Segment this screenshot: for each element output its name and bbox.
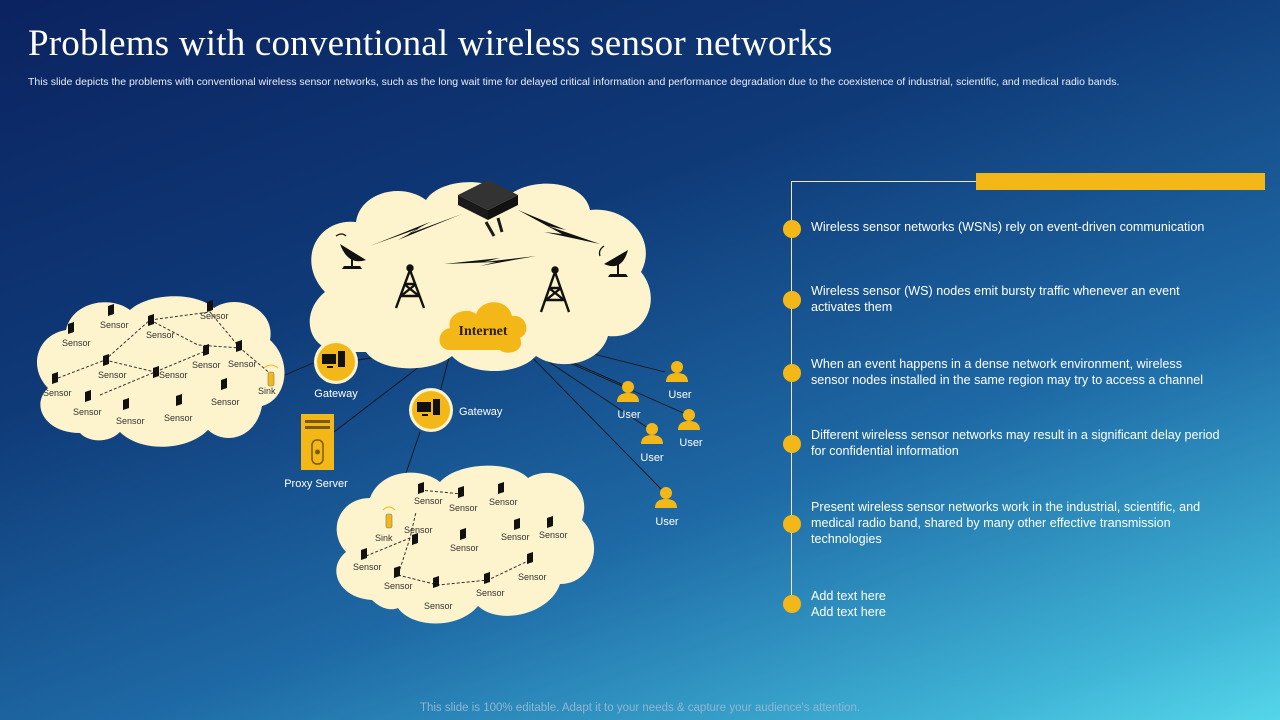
- cloud-left: [36, 296, 285, 447]
- sensor-label: Sensor: [501, 532, 530, 542]
- sensor-label: Sensor: [200, 311, 229, 321]
- user-label: User: [679, 437, 703, 449]
- proxy-server-label: Proxy Server: [284, 478, 348, 490]
- sensor-label: Sensor: [62, 338, 91, 348]
- sink-bottom-label: Sink: [375, 533, 393, 543]
- timeline-item-text: Different wireless sensor networks may r…: [811, 428, 1220, 458]
- sensor-icon: [498, 482, 504, 494]
- sensor-icon: [458, 486, 464, 498]
- sensor-icon: [85, 390, 91, 402]
- sensor-icon: [221, 378, 227, 390]
- bullet-dot: [783, 220, 801, 238]
- sensor-icon: [52, 372, 58, 384]
- sensor-label: Sensor: [43, 388, 72, 398]
- timeline-item-text: When an event happens in a dense network…: [811, 357, 1204, 387]
- sink-icon: [267, 371, 275, 387]
- cell-tower-icon-left: [394, 264, 426, 309]
- computer-icon: [322, 354, 336, 364]
- sensor-icon: [547, 516, 553, 528]
- bullet-dot: [783, 364, 801, 382]
- bullet-dot: [783, 291, 801, 309]
- timeline-item-text: Wireless sensor networks (WSNs) rely on …: [811, 220, 1205, 234]
- timeline-item-text: Wireless sensor (WS) nodes emit bursty t…: [811, 284, 1180, 314]
- sensor-label: Sensor: [449, 503, 478, 513]
- bullet-dot: [783, 435, 801, 453]
- router-icon: [458, 180, 518, 237]
- sensor-icon: [394, 566, 400, 578]
- sensor-label: Sensor: [489, 497, 518, 507]
- sensor-label: Sensor: [404, 525, 433, 535]
- sensor-label: Sensor: [539, 530, 568, 540]
- user-label: User: [617, 409, 641, 421]
- sensor-icon: [484, 572, 490, 584]
- cloud-top: [309, 182, 651, 371]
- satellite-dish-icon-right: [598, 245, 628, 277]
- user-icon: [617, 381, 639, 402]
- sensor-icon: [418, 482, 424, 494]
- sink-icon: [385, 513, 393, 529]
- sensor-icon: [460, 528, 466, 540]
- bullet-dot: [783, 515, 801, 533]
- sensor-icon: [203, 344, 209, 356]
- sensor-icon: [176, 394, 182, 406]
- user-icon: [641, 423, 663, 444]
- cloud-bottom: [336, 465, 595, 624]
- internet-label: Internet: [459, 324, 508, 339]
- cell-tower-icon-right: [539, 266, 571, 313]
- sensor-label: Sensor: [518, 572, 547, 582]
- sink-left-label: Sink: [258, 386, 276, 396]
- sensor-network-bottom: Sink Sensor Sensor Sensor Sensor Sensor …: [353, 482, 568, 611]
- sensor-label: Sensor: [424, 601, 453, 611]
- sensor-label: Sensor: [476, 588, 505, 598]
- computer-icon: [417, 402, 431, 412]
- timeline-item-text: Add text here Add text here: [811, 589, 886, 619]
- user-label: User: [668, 389, 692, 401]
- sensor-label: Sensor: [146, 330, 175, 340]
- sensor-icon: [433, 576, 439, 588]
- user-group: User User User User User: [617, 361, 703, 528]
- sensor-icon: [68, 322, 74, 334]
- satellite-dish-icon-left: [335, 233, 366, 269]
- sensor-icon: [514, 518, 520, 530]
- sensor-label: Sensor: [384, 581, 413, 591]
- sensor-label: Sensor: [192, 360, 221, 370]
- sensor-icon: [361, 548, 367, 560]
- sensor-label: Sensor: [98, 370, 127, 380]
- proxy-server-icon: [301, 414, 334, 470]
- sensor-icon: [108, 304, 114, 316]
- sensor-label: Sensor: [159, 370, 188, 380]
- sensor-label: Sensor: [164, 413, 193, 423]
- sensor-label: Sensor: [100, 320, 129, 330]
- page-title: Problems with conventional wireless sens…: [28, 23, 833, 64]
- gateway-center-label: Gateway: [459, 406, 503, 418]
- user-icon: [655, 487, 677, 508]
- sensor-label: Sensor: [228, 359, 257, 369]
- sensor-icon: [527, 552, 533, 564]
- sensor-icon: [148, 314, 154, 326]
- gateway-left-label: Gateway: [314, 388, 358, 400]
- sensor-label: Sensor: [116, 416, 145, 426]
- sensor-network-left: Sensor Sensor Sensor Sensor Sensor Senso…: [43, 300, 279, 426]
- lightning-icon: [370, 210, 600, 266]
- timeline-item-text: Present wireless sensor networks work in…: [811, 500, 1201, 546]
- gateway-center: [409, 388, 453, 432]
- sensor-label: Sensor: [353, 562, 382, 572]
- user-label: User: [655, 516, 679, 528]
- sensor-icon: [103, 354, 109, 366]
- sensor-label: Sensor: [450, 543, 479, 553]
- user-icon: [666, 361, 688, 382]
- footer-note: This slide is 100% editable. Adapt it to…: [419, 702, 861, 714]
- sensor-label: Sensor: [211, 397, 240, 407]
- internet-cloud-icon: [439, 302, 527, 353]
- gateway-left: [314, 340, 358, 384]
- sensor-icon: [236, 340, 242, 352]
- user-label: User: [640, 452, 664, 464]
- sensor-icon: [123, 398, 129, 410]
- bullet-dot: [783, 595, 801, 613]
- sensor-label: Sensor: [414, 496, 443, 506]
- page-subtitle: This slide depicts the problems with con…: [28, 76, 1120, 88]
- sensor-label: Sensor: [73, 407, 102, 417]
